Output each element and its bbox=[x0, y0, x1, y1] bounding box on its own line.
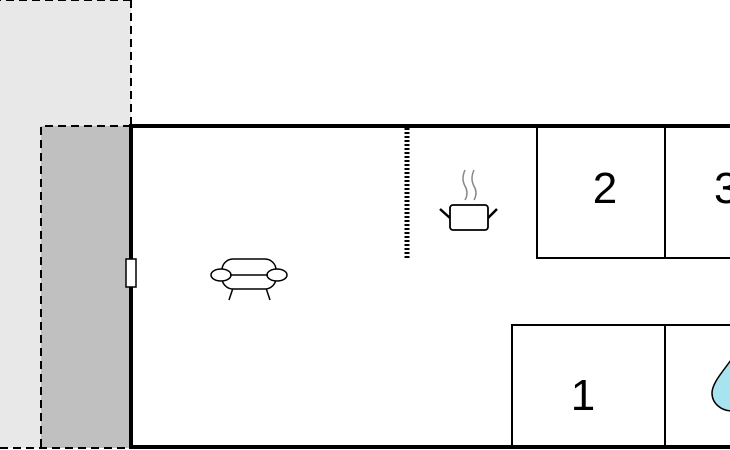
outer-terrace-outline bbox=[0, 0, 132, 125]
cooking-pot-icon bbox=[439, 169, 498, 231]
room-3: 3 bbox=[665, 164, 730, 259]
room-2-walls bbox=[536, 126, 666, 259]
sofa-icon bbox=[210, 258, 288, 301]
room-2-label: 2 bbox=[593, 164, 617, 213]
house-outer-wall bbox=[129, 124, 730, 449]
room-3-label: 3 bbox=[714, 164, 730, 213]
inner-terrace-area bbox=[41, 126, 131, 448]
room-1-walls bbox=[511, 324, 730, 447]
inner-terrace-outline bbox=[0, 125, 131, 449]
room-1-label: 1 bbox=[571, 371, 595, 420]
room-2: 2 bbox=[536, 126, 666, 259]
water-drop-icon bbox=[711, 360, 730, 412]
entrance-door bbox=[125, 258, 137, 288]
room-1: 1 bbox=[511, 324, 730, 447]
